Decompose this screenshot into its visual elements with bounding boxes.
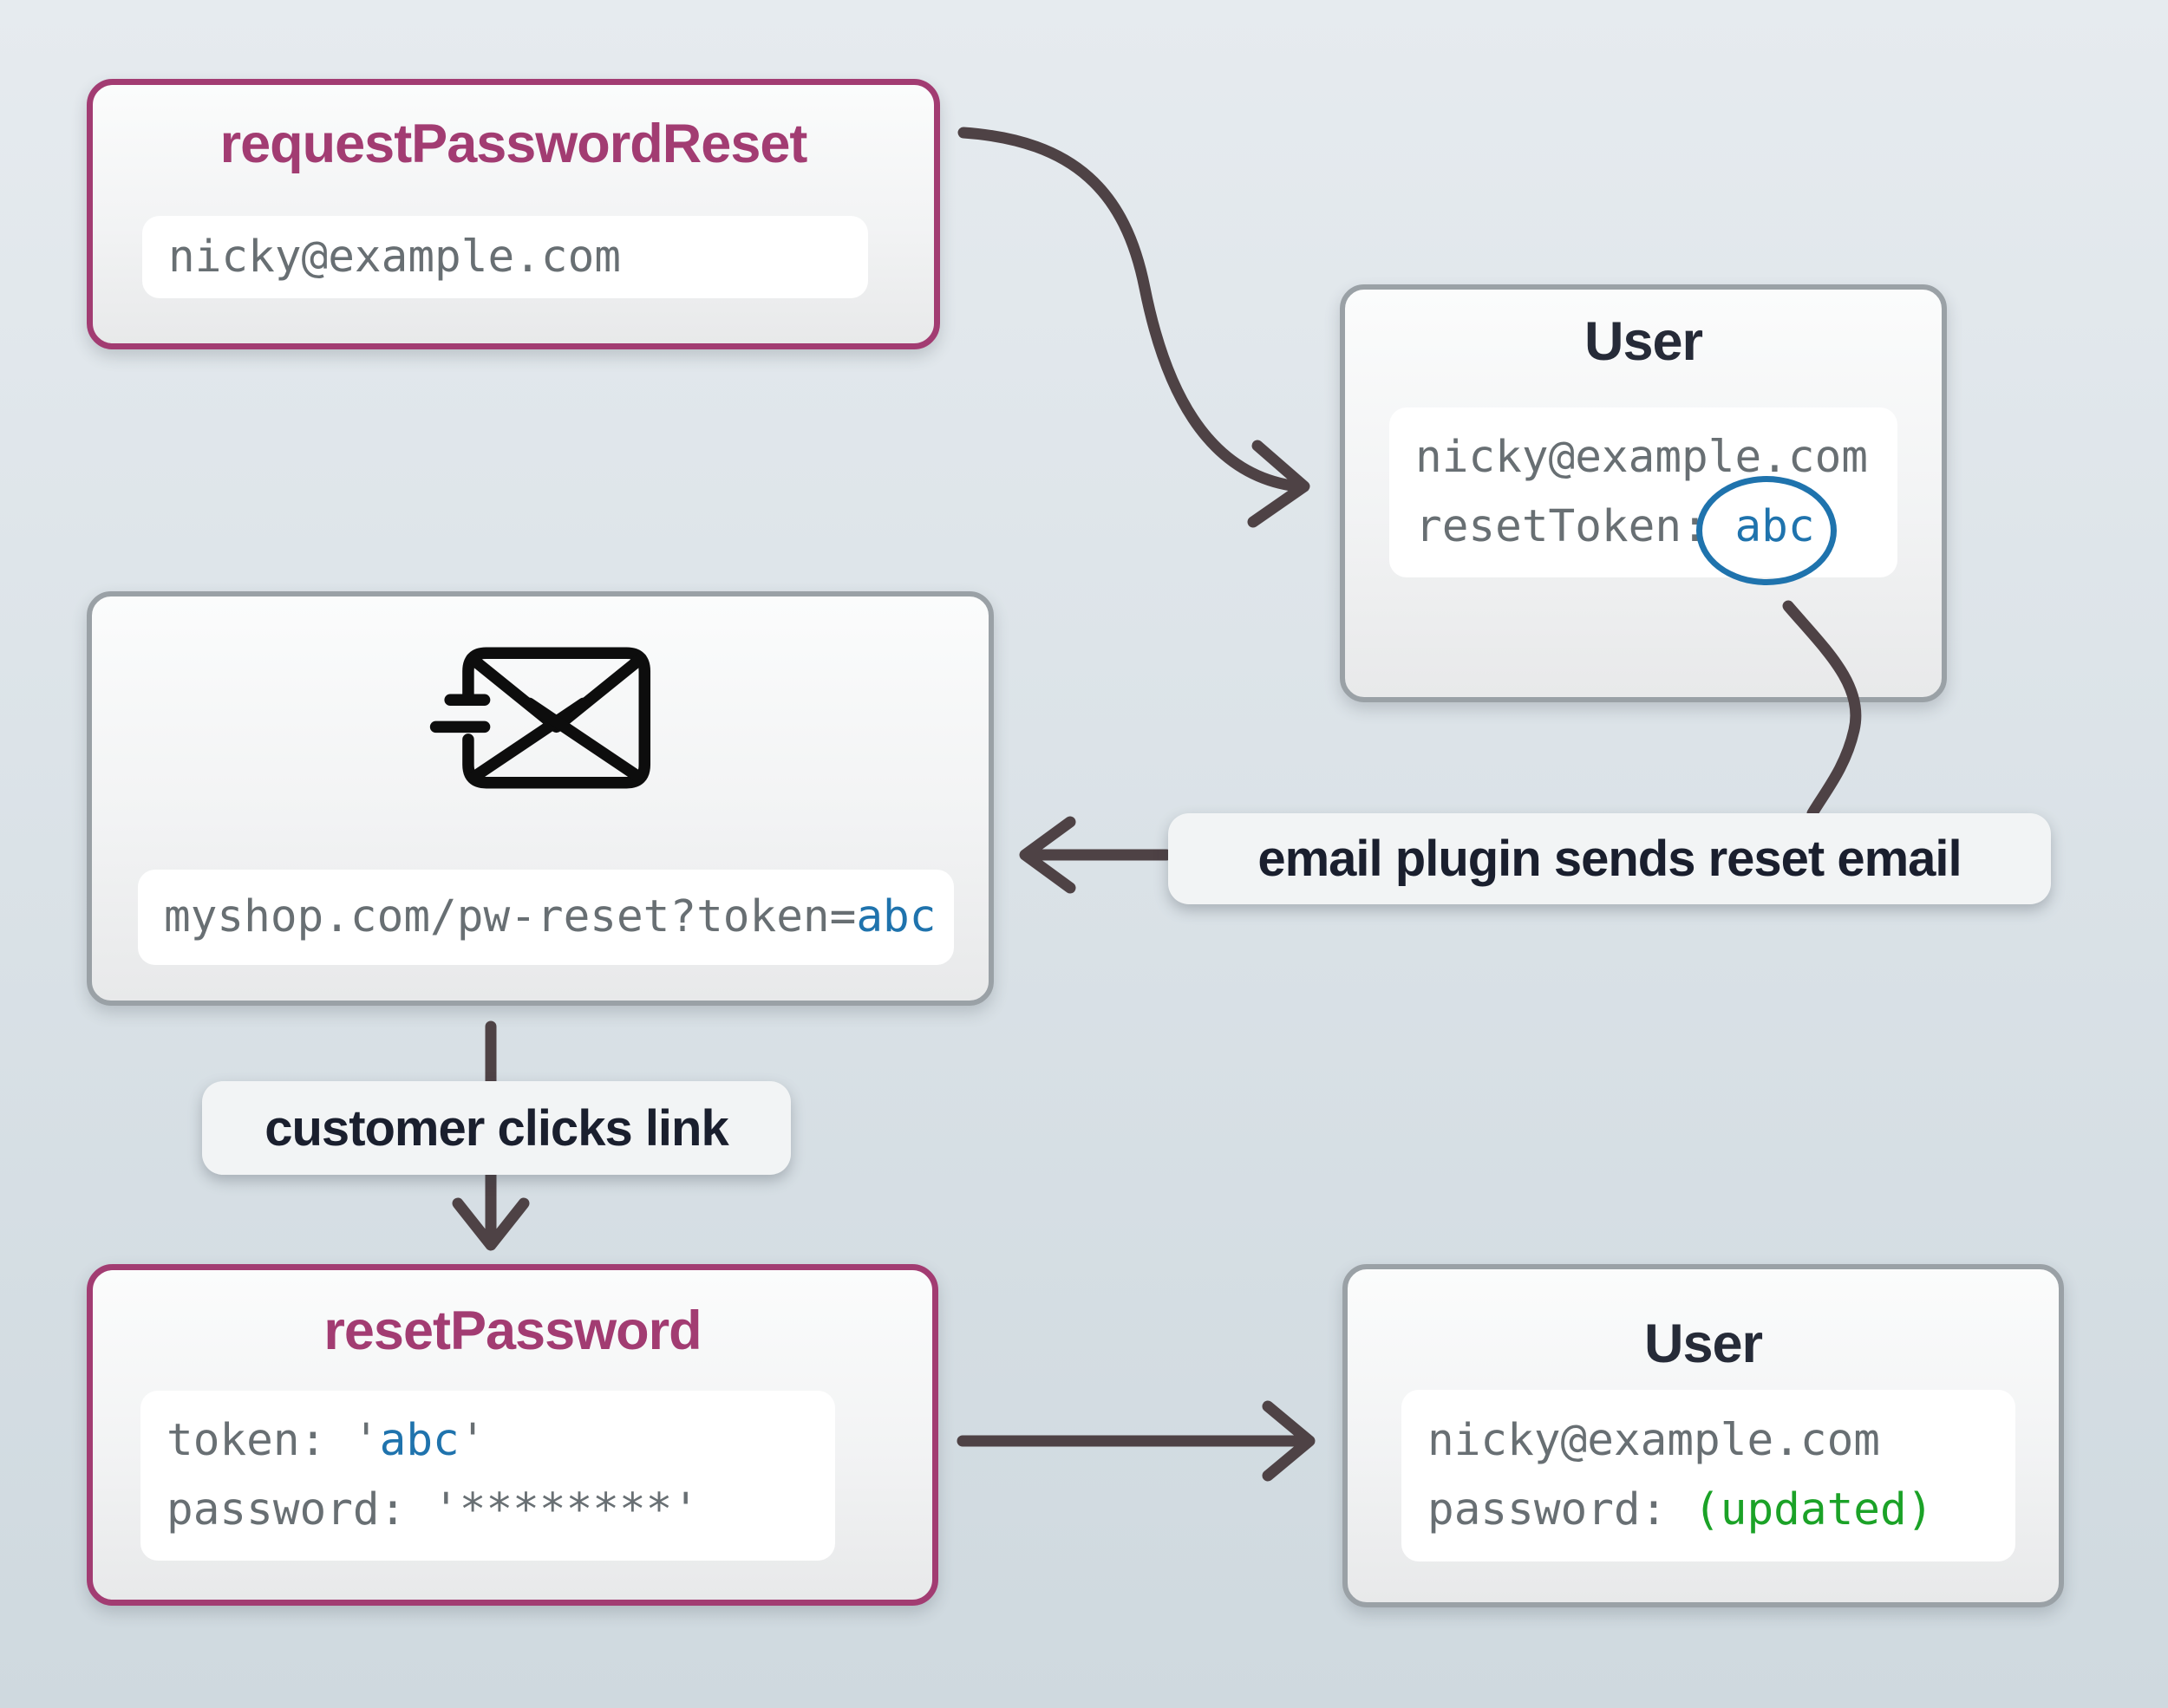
arrow-request-to-user-head <box>1247 440 1310 528</box>
reset-password-title: resetPassword <box>323 1301 702 1361</box>
user-top-title: User <box>1584 311 1703 372</box>
reset-password-node: resetPassword token: 'abc' password: '**… <box>87 1264 938 1606</box>
user-bottom-email-value: nicky@example.com <box>1427 1415 1880 1466</box>
request-password-reset-node: requestPasswordReset nicky@example.com <box>87 79 940 349</box>
email-input-chip: nicky@example.com <box>142 216 868 298</box>
token-label: token: ' <box>167 1415 380 1466</box>
password-line: password: '********' <box>167 1484 700 1535</box>
email-plugin-label: email plugin sends reset email <box>1168 813 2051 904</box>
password-updated-line: password: (updated) <box>1427 1476 2015 1545</box>
request-password-reset-title: requestPasswordReset <box>219 114 808 174</box>
user-updated-chip: nicky@example.com password: (updated) <box>1401 1390 2015 1561</box>
customer-clicks-label-text: customer clicks link <box>264 1099 728 1157</box>
send-email-icon <box>429 647 651 789</box>
reset-url-line: myshop.com/pw-reset?token=abc <box>164 883 954 952</box>
email-value: nicky@example.com <box>168 231 621 283</box>
user-node-bottom: User nicky@example.com password: (update… <box>1342 1264 2064 1607</box>
token-suffix: ' <box>459 1415 486 1466</box>
user-bottom-title: User <box>1643 1314 1763 1374</box>
reset-url-prefix: myshop.com/pw-reset?token= <box>164 891 857 942</box>
reset-params-chip: token: 'abc' password: '********' <box>140 1391 835 1561</box>
user-node-top: User nicky@example.com resetToken: abc <box>1340 284 1947 702</box>
email-sender-node: myshop.com/pw-reset?token=abc <box>87 591 994 1006</box>
reset-url-token: abc <box>856 891 937 942</box>
password-label: password: <box>1427 1484 1695 1535</box>
password-updated-value: (updated) <box>1694 1484 1934 1535</box>
user-email-value: nicky@example.com <box>1415 432 1868 483</box>
token-value: abc <box>379 1415 460 1466</box>
arrow-email-to-reset-head <box>452 1197 530 1251</box>
email-plugin-label-text: email plugin sends reset email <box>1257 831 1962 887</box>
arrow-label-to-email-node-head <box>1019 816 1076 894</box>
token-highlight-circle-icon <box>1696 476 1837 585</box>
token-line: token: 'abc' <box>167 1406 835 1476</box>
reset-url-chip: myshop.com/pw-reset?token=abc <box>138 870 954 965</box>
customer-clicks-label: customer clicks link <box>202 1081 791 1175</box>
arrow-reset-to-user-head <box>1262 1400 1316 1482</box>
reset-token-label: resetToken: <box>1415 501 1735 552</box>
arrow-request-to-user <box>957 127 1303 492</box>
